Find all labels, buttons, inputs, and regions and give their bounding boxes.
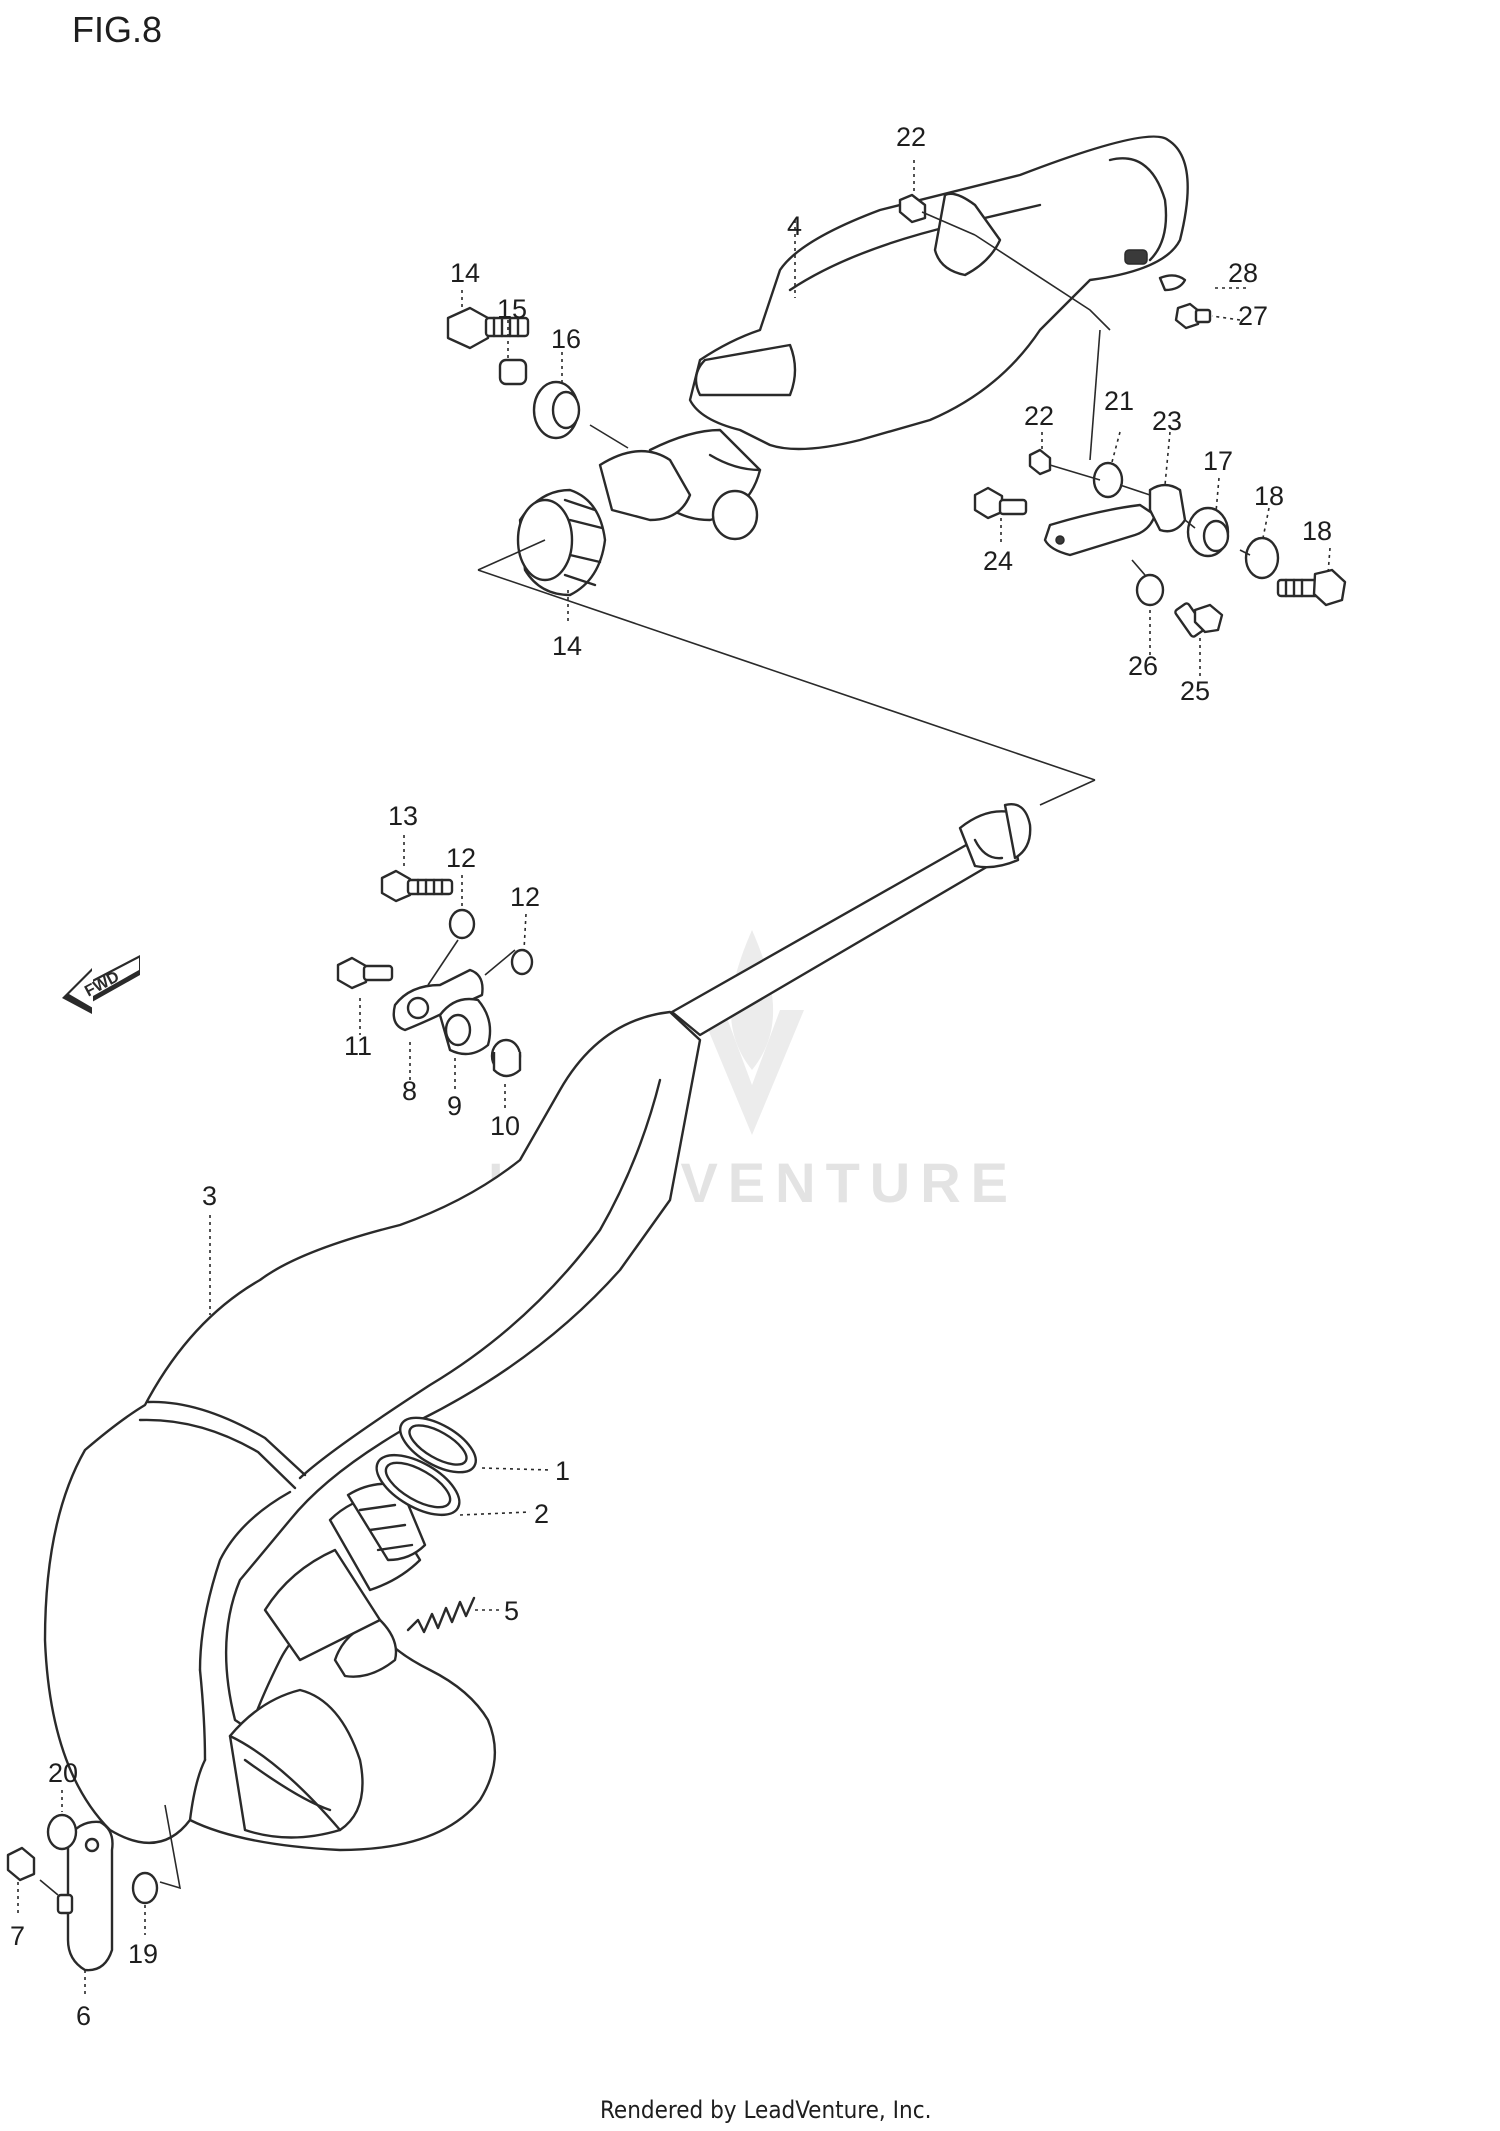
gasket-part-1: [399, 1416, 477, 1474]
bolt-part-16: [446, 306, 530, 350]
washer-part-21: [1092, 461, 1124, 499]
washer-part-12-left: [448, 908, 476, 940]
callout-28: 28: [1228, 258, 1258, 288]
footer-credit: Rendered by LeadVenture, Inc.: [600, 2096, 931, 2124]
bracket-part-8: [392, 968, 484, 1032]
joint-part-15: [516, 488, 607, 597]
callout-labels: 22 4 14 15 16 14 28 27 22 21 23 17 18 18…: [10, 122, 1332, 2031]
collar-part-19: [1244, 536, 1280, 580]
bolt-part-25: [1174, 602, 1224, 638]
callout-3: 3: [202, 1181, 217, 1211]
nut-part-7: [6, 1846, 36, 1882]
callout-10: 10: [490, 1111, 520, 1141]
callout-6: 6: [76, 2001, 91, 2031]
callout-7: 7: [10, 1921, 25, 1951]
figure-title: FIG.8: [72, 9, 162, 50]
washer-part-12-right: [510, 948, 534, 976]
callout-27: 27: [1238, 301, 1268, 331]
callout-24: 24: [983, 546, 1013, 576]
callout-19: 18: [1254, 481, 1284, 511]
callout-14-upper: 20: [48, 1758, 78, 1788]
gasket-part-2: [375, 1453, 461, 1517]
bolt-part-13: [380, 869, 454, 903]
callout-16: 14: [450, 258, 480, 288]
grommet-part-9: [438, 997, 492, 1056]
collar-part-17: [498, 358, 528, 386]
grommet-part-18-right: [1186, 506, 1230, 558]
grommet-part-18-left: [532, 380, 581, 440]
callout-13: 13: [388, 801, 418, 831]
bolt-part-24: [973, 486, 1028, 520]
callout-23: 23: [1152, 406, 1182, 436]
callout-1: 1: [555, 1456, 570, 1486]
nut-part-22-top: [898, 193, 927, 224]
callout-8: 8: [402, 1076, 417, 1106]
callout-26: 26: [1128, 651, 1158, 681]
bracket-part-6: [56, 1820, 114, 1972]
callout-22-top: 22: [896, 122, 926, 152]
callout-5: 5: [504, 1596, 519, 1626]
collar-part-10: [490, 1038, 522, 1078]
bolt-part-20: [1276, 568, 1347, 607]
callout-4: 4: [787, 211, 802, 241]
callout-12-right: 12: [510, 882, 540, 912]
washer-part-28: [1158, 274, 1187, 292]
callout-21: 21: [1104, 386, 1134, 416]
bolt-part-11: [336, 956, 394, 990]
callout-20: 18: [1302, 516, 1332, 546]
spring-part-5: [406, 1596, 476, 1634]
screw-part-27: [1174, 302, 1212, 330]
washer-part-26: [1135, 573, 1165, 607]
callout-9: 9: [447, 1091, 462, 1121]
callout-17: 15: [497, 294, 527, 324]
exhaust-pipe-part-3: [43, 803, 1032, 1852]
washer-part-14-lower: [131, 1871, 159, 1905]
callout-12-left: 12: [446, 843, 476, 873]
callout-2: 2: [534, 1499, 549, 1529]
leader-lines: [17, 160, 1331, 1995]
callout-14-lower: 19: [128, 1939, 158, 1969]
callout-25: 25: [1180, 676, 1210, 706]
silencer-part-4: [598, 135, 1189, 541]
washer-part-14-upper: [46, 1813, 78, 1851]
nut-part-22-right: [1028, 448, 1052, 476]
callout-22-right: 22: [1024, 401, 1054, 431]
callout-18-right: 17: [1203, 446, 1233, 476]
callout-15: 14: [552, 631, 582, 661]
fwd-arrow-icon: FWD: [62, 955, 140, 1014]
callout-18-left: 16: [551, 324, 581, 354]
callout-11: 11: [344, 1031, 372, 1061]
